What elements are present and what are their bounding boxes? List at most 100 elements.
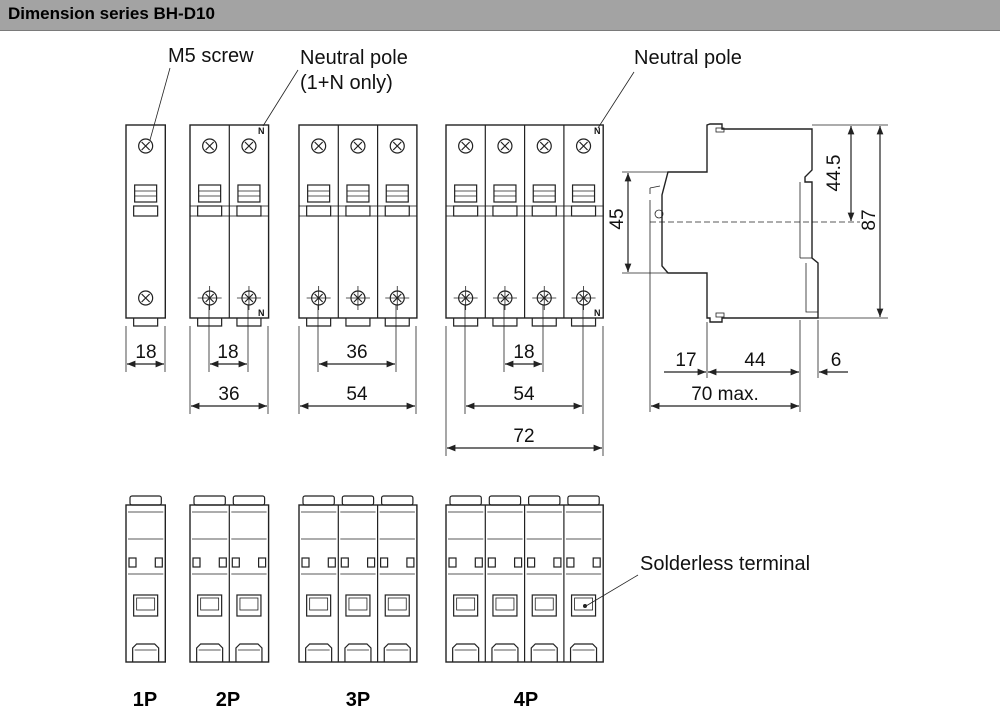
breaker-bottom-2p	[189, 495, 270, 663]
breaker-1p-body	[125, 124, 166, 319]
side-bottom-tab	[715, 312, 725, 318]
dim-6: 6	[831, 350, 842, 371]
terminal-window	[197, 594, 223, 617]
bottom-vent	[553, 557, 562, 568]
bottom-vent	[526, 557, 536, 568]
breaker-3p-top-screw-cross	[392, 141, 402, 151]
breaker-bottom-4p	[445, 495, 604, 663]
bottom-rail-foot	[196, 643, 224, 662]
bottom-vent	[258, 557, 267, 568]
bottom-vent	[301, 557, 310, 568]
solderless-terminal-icon	[136, 597, 156, 611]
pole-labels: 1P 2P 3P 4P	[133, 689, 538, 711]
bottom-views	[125, 495, 604, 663]
breaker-2p-terminal-screw-cross	[244, 293, 254, 303]
label-solderless-terminal: Solderless terminal	[640, 553, 810, 575]
label-m5-screw: M5 screw	[168, 45, 254, 67]
handle-tie-bar	[189, 205, 269, 217]
front-dimensions: 18 18 36 36 54 18 54 72	[125, 305, 604, 456]
bottom-vent	[218, 557, 227, 568]
solderless-terminal-icon	[495, 597, 515, 611]
handle-tie-bar	[298, 205, 418, 217]
din-clip	[531, 318, 557, 327]
din-clip	[133, 318, 159, 327]
terminal-window	[492, 594, 518, 617]
leader-dot	[583, 604, 587, 608]
bottom-vent	[474, 557, 483, 568]
toggle-handle	[307, 184, 331, 203]
terminal-window	[453, 594, 479, 617]
din-clip	[384, 318, 410, 327]
breaker-1p-bottom-screw-cross	[141, 293, 151, 303]
bottom-top-cap	[567, 495, 600, 506]
label-2p: 2P	[216, 689, 240, 711]
bottom-top-cap	[232, 495, 266, 506]
breaker-front-2p	[189, 124, 270, 327]
bottom-vent	[592, 557, 601, 568]
handle-tie-bar	[445, 205, 604, 217]
solderless-terminal-icon	[348, 597, 368, 611]
dim-3p-54: 54	[346, 384, 368, 405]
breaker-bottom-1p	[125, 495, 166, 663]
bottom-rail-foot	[491, 643, 519, 662]
bottom-rail-foot	[383, 643, 411, 662]
breaker-4p-terminal-screw-cross	[579, 293, 588, 303]
dim-1p-18: 18	[135, 342, 156, 363]
bottom-rail-foot	[569, 643, 598, 662]
breaker-1p-top-screw-cross	[141, 141, 151, 151]
bottom-vent	[327, 557, 336, 568]
bottom-rail-foot	[235, 643, 263, 662]
bottom-vent	[128, 557, 137, 568]
terminal-window	[345, 594, 371, 617]
breaker-4p-top-screw-icon	[575, 138, 592, 154]
bottom-rail-foot	[452, 643, 480, 662]
dim-4p-18: 18	[513, 342, 534, 363]
label-3p: 3P	[346, 689, 370, 711]
toggle-handle	[454, 184, 478, 203]
breaker-4p-top-screw-cross	[579, 141, 588, 151]
breaker-3p-body	[298, 124, 418, 319]
dim-44: 44	[744, 350, 766, 371]
din-clip	[492, 318, 518, 327]
side-view: 45 44.5 87 17 44 6 70 max.	[607, 123, 888, 412]
bottom-top-cap	[341, 495, 375, 506]
bottom-vent	[192, 557, 201, 568]
toggle-handle	[198, 184, 222, 203]
bottom-rail-foot	[344, 643, 372, 662]
dim-70: 70 max.	[691, 384, 759, 405]
dim-87: 87	[859, 209, 880, 230]
breaker-2p-top-screw-icon	[241, 138, 257, 154]
bottom-vent	[487, 557, 496, 568]
dim-3p-36: 36	[346, 342, 367, 363]
solderless-terminal-icon	[309, 597, 329, 611]
breaker-3p-top-screw-cross	[353, 141, 363, 151]
breaker-3p-top-screw-icon	[389, 138, 405, 154]
label-neutral-pole-1: Neutral pole	[300, 47, 408, 69]
bottom-vent	[154, 557, 163, 568]
front-views	[125, 124, 604, 327]
breaker-3p-top-screw-cross	[314, 141, 324, 151]
dim-44-5: 44.5	[824, 155, 845, 192]
breaker-2p-top-screw-cross	[205, 141, 215, 151]
breaker-1p-top-screw-icon	[138, 138, 154, 154]
breaker-1p-bottom-screw-icon	[138, 290, 154, 306]
page-title: Dimension series BH-D10	[8, 4, 215, 23]
solderless-terminal-icon	[456, 597, 476, 611]
breaker-4p-top-screw-icon	[536, 138, 552, 154]
toggle-handle	[237, 184, 261, 203]
breaker-4p-top-screw-cross	[461, 141, 471, 151]
n-mark-4p-top: N	[594, 126, 601, 136]
dimension-drawing: 45 44.5 87 17 44 6 70 max. 18 18	[125, 45, 888, 711]
solderless-terminal-icon	[239, 597, 259, 611]
bottom-vent	[406, 557, 415, 568]
din-clip	[453, 318, 479, 327]
din-clip	[570, 318, 597, 327]
bottom-top-cap	[449, 495, 482, 506]
bottom-vent	[566, 557, 575, 568]
breaker-3p-terminal-screw-cross	[392, 293, 402, 303]
breaker-4p-top-screw-icon	[458, 138, 474, 154]
side-lever	[649, 185, 661, 194]
toggle-handle	[493, 184, 517, 203]
bottom-top-cap	[527, 495, 561, 506]
leader-m5-screw	[149, 67, 171, 141]
